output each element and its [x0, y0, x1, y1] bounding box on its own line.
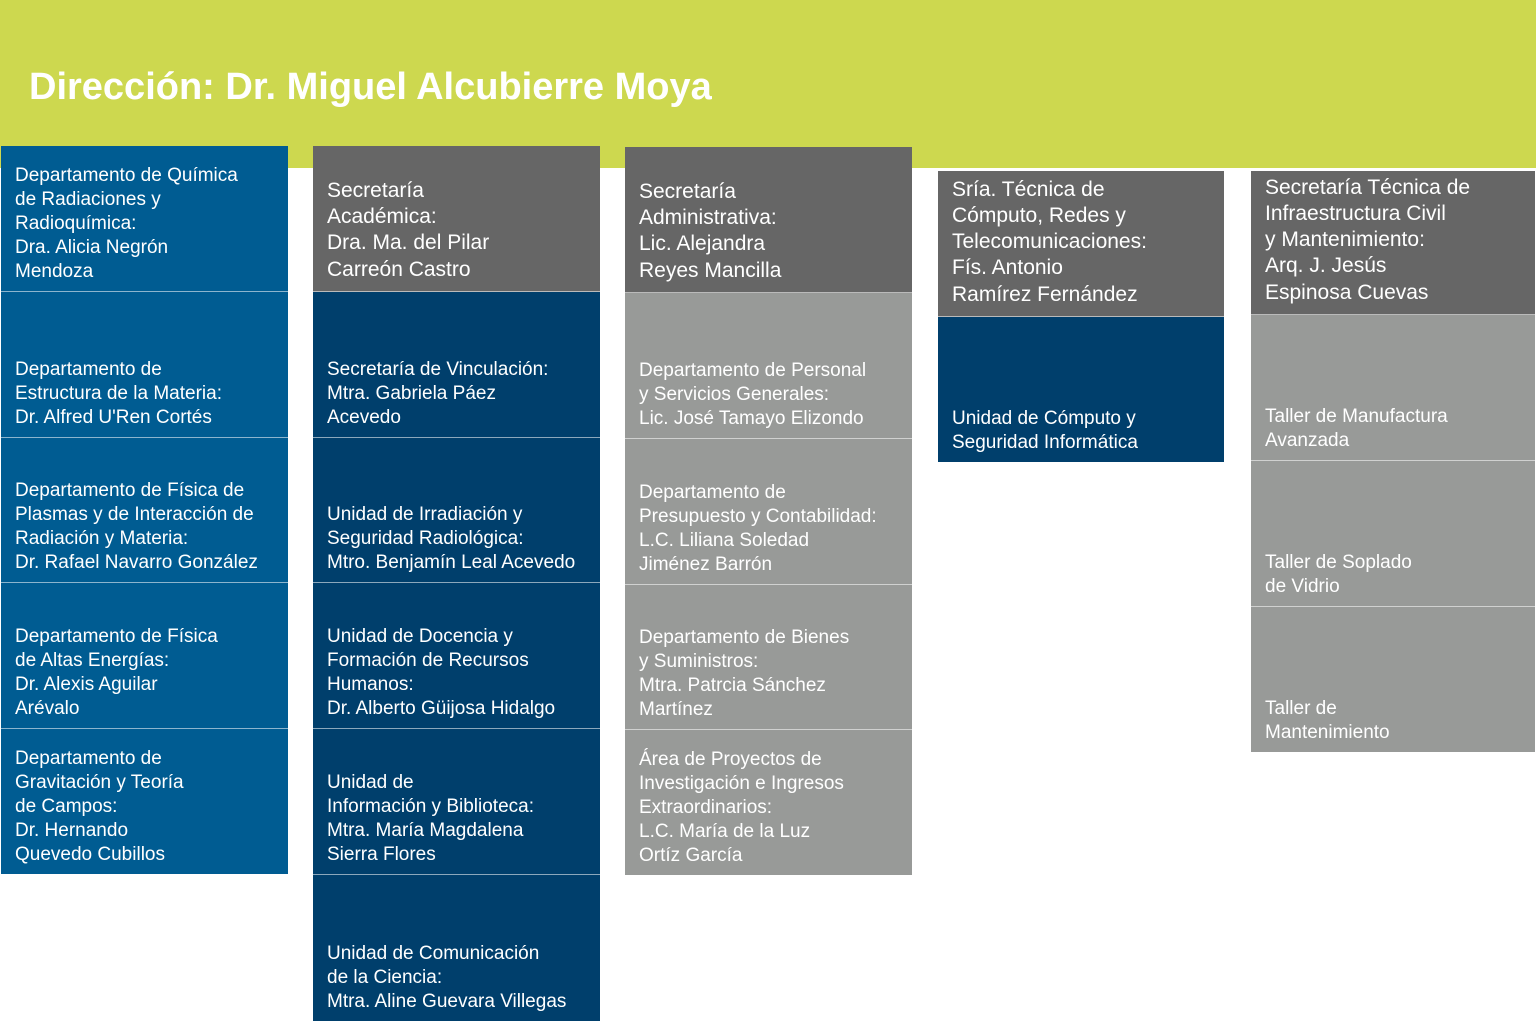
- area-proyectos: Área de Proyectos de Investigación e Ing…: [625, 730, 912, 875]
- secretaria-tecnica-computo: Sría. Técnica de Cómputo, Redes y Teleco…: [938, 171, 1224, 317]
- unit-label: Secretaría de Vinculación: Mtra. Gabriel…: [327, 359, 549, 428]
- dept-fisica-plasmas: Departamento de Física de Plasmas y de I…: [1, 438, 288, 583]
- unit-label: Departamento de Bienes y Suministros: Mt…: [639, 627, 850, 720]
- unidad-biblioteca: Unidad de Información y Biblioteca: Mtra…: [313, 729, 600, 875]
- unit-label: Taller de Mantenimiento: [1265, 698, 1390, 743]
- unit-label: Sría. Técnica de Cómputo, Redes y Teleco…: [952, 177, 1147, 306]
- unidad-comunicacion: Unidad de Comunicación de la Ciencia: Mt…: [313, 875, 600, 1021]
- secretaria-academica: Secretaría Académica: Dra. Ma. del Pilar…: [313, 146, 600, 292]
- dept-presupuesto: Departamento de Presupuesto y Contabilid…: [625, 439, 912, 585]
- unit-label: Taller de Soplado de Vidrio: [1265, 552, 1412, 597]
- dept-estructura-materia: Departamento de Estructura de la Materia…: [1, 292, 288, 438]
- unidad-docencia: Unidad de Docencia y Formación de Recurs…: [313, 583, 600, 729]
- unit-label: Unidad de Comunicación de la Ciencia: Mt…: [327, 943, 567, 1012]
- director-banner: Dirección: Dr. Miguel Alcubierre Moya: [0, 0, 1536, 168]
- dept-label: Departamento de Química de Radiaciones y…: [15, 165, 238, 282]
- secretaria-tecnica-infraestructura: Secretaría Técnica de Infraestructura Ci…: [1251, 171, 1535, 315]
- dept-label: Departamento de Gravitación y Teoría de …: [15, 748, 184, 865]
- taller-manufactura: Taller de Manufactura Avanzada: [1251, 315, 1535, 461]
- dept-gravitacion: Departamento de Gravitación y Teoría de …: [1, 729, 288, 874]
- unit-label: Secretaría Técnica de Infraestructura Ci…: [1265, 175, 1471, 304]
- dept-label: Departamento de Física de Plasmas y de I…: [15, 480, 258, 573]
- taller-soplado-vidrio: Taller de Soplado de Vidrio: [1251, 461, 1535, 607]
- dept-label: Departamento de Física de Altas Energías…: [15, 626, 218, 719]
- unidad-irradiacion: Unidad de Irradiación y Seguridad Radiol…: [313, 438, 600, 583]
- unidad-computo: Unidad de Cómputo y Seguridad Informátic…: [938, 317, 1224, 462]
- unit-label: Unidad de Cómputo y Seguridad Informátic…: [952, 408, 1138, 453]
- unit-label: Área de Proyectos de Investigación e Ing…: [639, 749, 844, 866]
- unit-label: Unidad de Irradiación y Seguridad Radiol…: [327, 504, 576, 573]
- secretaria-vinculacion: Secretaría de Vinculación: Mtra. Gabriel…: [313, 292, 600, 438]
- taller-mantenimiento: Taller de Mantenimiento: [1251, 607, 1535, 752]
- unit-label: Taller de Manufactura Avanzada: [1265, 406, 1448, 451]
- secretaria-administrativa: Secretaría Administrativa: Lic. Alejandr…: [625, 147, 912, 293]
- dept-label: Departamento de Estructura de la Materia…: [15, 359, 222, 428]
- dept-bienes: Departamento de Bienes y Suministros: Mt…: [625, 585, 912, 730]
- dept-quimica-radiaciones: Departamento de Química de Radiaciones y…: [1, 146, 288, 292]
- director-title: Dirección: Dr. Miguel Alcubierre Moya: [29, 66, 712, 108]
- unit-label: Secretaría Académica: Dra. Ma. del Pilar…: [327, 178, 490, 281]
- unit-label: Secretaría Administrativa: Lic. Alejandr…: [639, 179, 782, 282]
- unit-label: Departamento de Personal y Servicios Gen…: [639, 360, 867, 429]
- dept-personal: Departamento de Personal y Servicios Gen…: [625, 293, 912, 439]
- unit-label: Unidad de Información y Biblioteca: Mtra…: [327, 772, 534, 865]
- unit-label: Unidad de Docencia y Formación de Recurs…: [327, 626, 556, 719]
- dept-altas-energias: Departamento de Física de Altas Energías…: [1, 583, 288, 729]
- unit-label: Departamento de Presupuesto y Contabilid…: [639, 482, 877, 575]
